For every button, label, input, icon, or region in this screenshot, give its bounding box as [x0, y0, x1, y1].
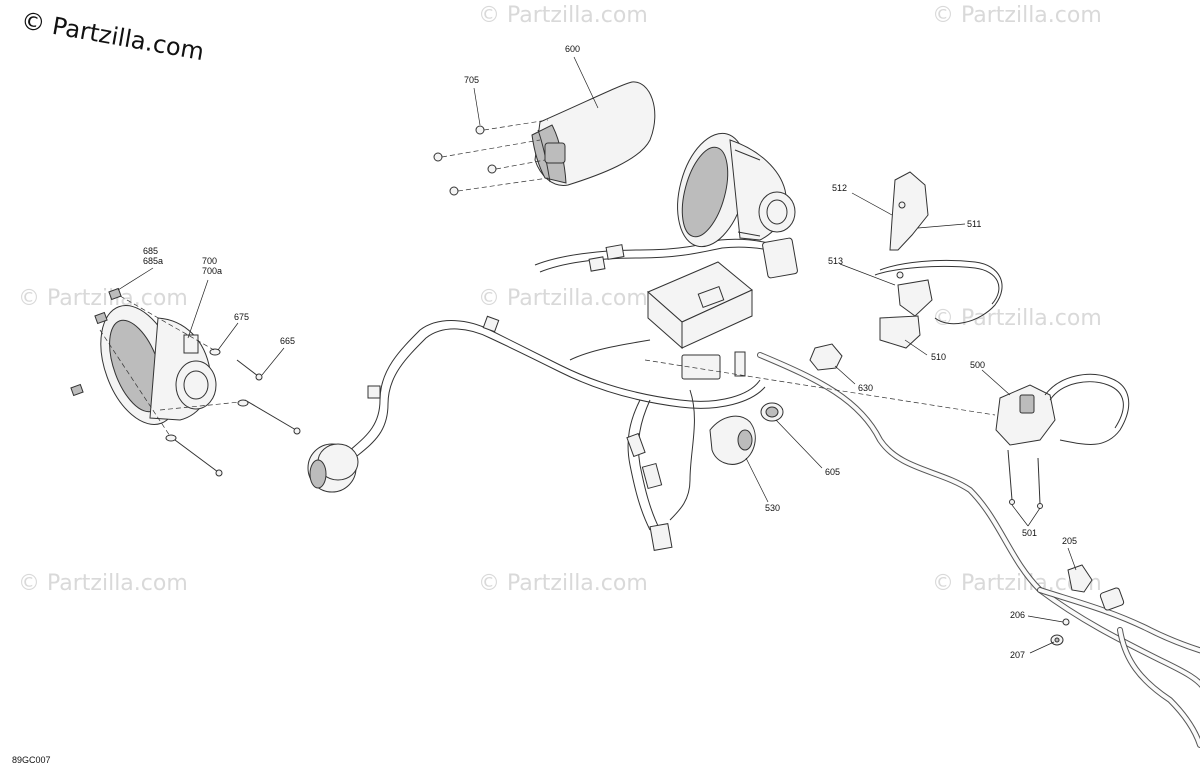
- bolts-665: [99, 295, 301, 477]
- harness-connectors: [367, 237, 1125, 611]
- watermark-text: © Partzilla.com: [932, 306, 1102, 331]
- screws-705: [433, 119, 549, 196]
- bezel-605: [760, 402, 784, 422]
- callout-511: 511: [967, 219, 981, 229]
- watermark-text: © Partzilla.com: [478, 571, 648, 596]
- callout-labels: 600 705 685 685a 700 700a 675 665 512 51…: [143, 44, 1077, 660]
- callout-513: 513: [828, 256, 843, 266]
- callout-630: 630: [858, 383, 873, 393]
- callout-700a: 700a: [202, 266, 222, 276]
- adjuster-screws-685: [70, 287, 122, 397]
- callout-685a: 685a: [143, 256, 163, 266]
- switch-530: [709, 415, 756, 465]
- callout-600: 600: [565, 44, 580, 54]
- switch-630: [809, 343, 843, 371]
- callout-530: 530: [765, 503, 780, 513]
- watermark-text: © Partzilla.com: [18, 571, 188, 596]
- headlight-connector-boot: [307, 443, 359, 493]
- callout-501: 501: [1022, 528, 1037, 538]
- watermark-text: © Partzilla.com: [18, 286, 188, 311]
- callout-665: 665: [280, 336, 295, 346]
- handlebar-switch: [644, 359, 1130, 509]
- headlight-housing-left: [100, 305, 217, 425]
- callout-510: 510: [931, 352, 946, 362]
- watermark-text: © Partzilla.com: [478, 286, 648, 311]
- headlight-cover: [531, 81, 656, 186]
- callout-205: 205: [1062, 536, 1077, 546]
- watermark-text: © Partzilla.com: [478, 3, 648, 28]
- headlight-housing-top: [677, 132, 796, 248]
- callout-705: 705: [464, 75, 479, 85]
- callout-605: 605: [825, 467, 840, 477]
- switch-bracket: [874, 171, 1003, 349]
- watermark-layer: © Partzilla.com © Partzilla.com © Partzi…: [18, 3, 1102, 596]
- callout-700: 700: [202, 256, 217, 266]
- brand-watermark: © Partzilla.com: [19, 6, 206, 66]
- callout-207: 207: [1010, 650, 1025, 660]
- callout-685: 685: [143, 246, 158, 256]
- callout-675: 675: [234, 312, 249, 322]
- clamp-205: [1050, 564, 1093, 646]
- callout-500: 500: [970, 360, 985, 370]
- leader-lines: [117, 56, 1077, 654]
- control-module: [647, 261, 753, 350]
- wiring-harness: [344, 238, 1200, 748]
- watermark-text: © Partzilla.com: [932, 3, 1102, 28]
- callout-206: 206: [1010, 610, 1025, 620]
- diagram-code: 89GC007: [12, 755, 51, 765]
- callout-512: 512: [832, 183, 847, 193]
